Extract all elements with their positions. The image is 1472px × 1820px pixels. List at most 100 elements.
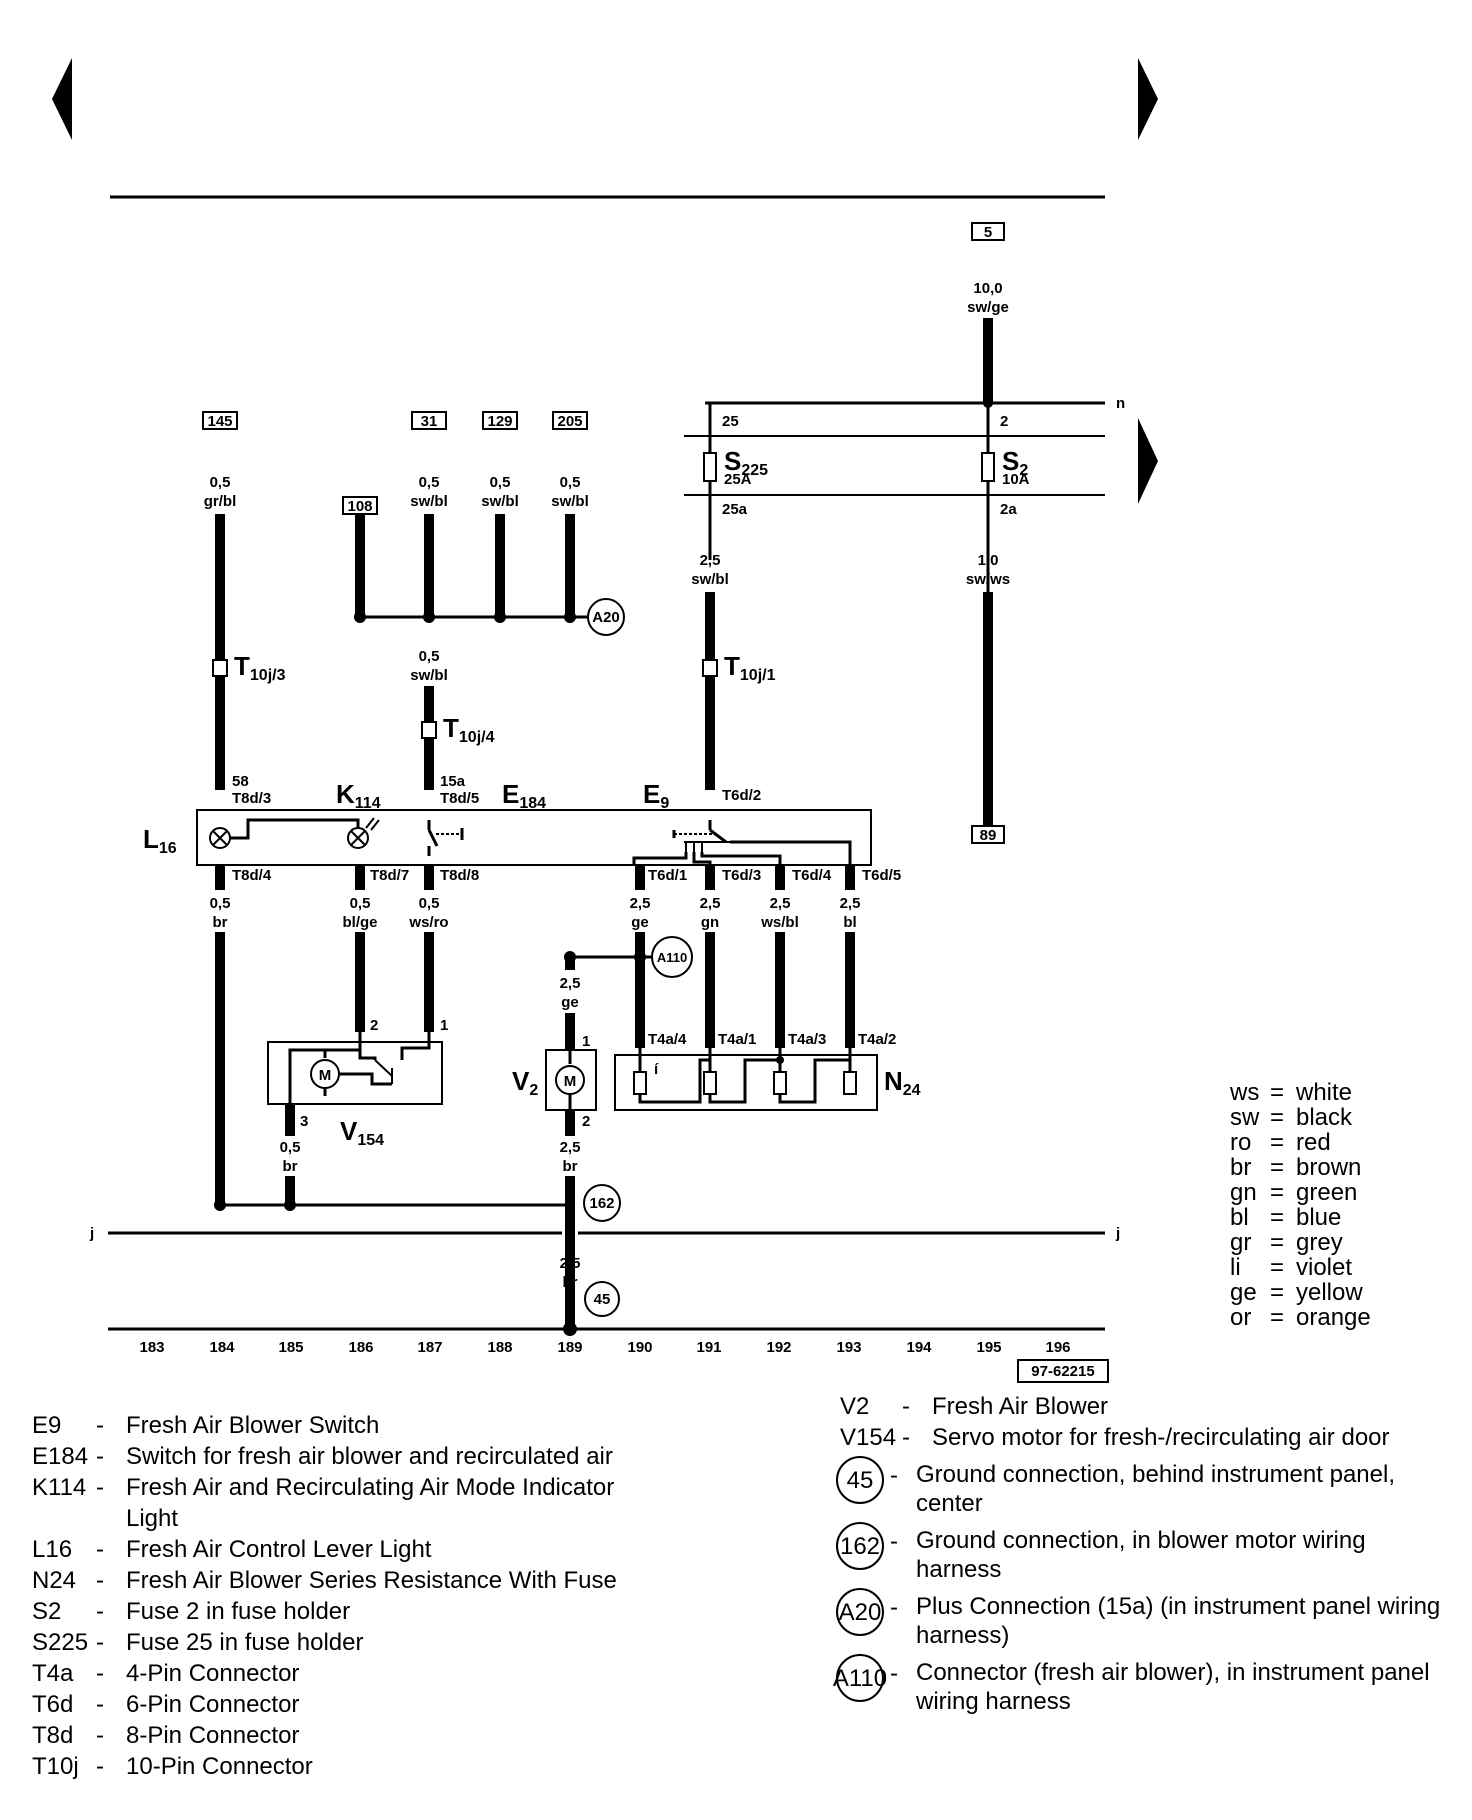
resistor-chain — [638, 1058, 710, 1104]
resistor-n24-box — [614, 1054, 878, 1111]
wire-color: sw/ws — [966, 571, 1010, 588]
legend-row: L16-Fresh Air Control Lever Light — [32, 1534, 652, 1565]
pin-label: T8d/8 — [440, 867, 479, 884]
terminal-205-label: 205 — [557, 413, 582, 430]
wire-color: ws/bl — [760, 914, 799, 931]
fuse-s225-label: S225 — [724, 446, 768, 479]
legend-dash: - — [96, 1567, 104, 1594]
legend-row: S2-Fuse 2 in fuse holder — [32, 1596, 652, 1627]
legend-description: 4-Pin Connector — [126, 1660, 300, 1687]
wire-gauge: 2,5 — [560, 1139, 581, 1156]
previous-page-arrow-icon[interactable] — [52, 58, 72, 140]
servo-motor-icon: M — [310, 1050, 340, 1096]
continue-right-arrow-icon[interactable] — [1138, 418, 1158, 504]
junction-dot — [214, 1199, 226, 1211]
legend-description: Servo motor for fresh-/recirculating air… — [932, 1424, 1390, 1451]
equals-sign: = — [1270, 1204, 1285, 1231]
color-code: or — [1230, 1304, 1252, 1331]
wire-gauge: 2,5 — [630, 895, 651, 912]
bus-label-n: n — [1116, 395, 1125, 412]
lamp-k114-icon — [347, 817, 380, 849]
wire-color: br — [563, 1158, 578, 1175]
terminal-5-box — [971, 222, 1005, 241]
switch-wiring — [632, 852, 688, 866]
pin-label: T6d/3 — [722, 867, 761, 884]
pin-label: T6d/2 — [722, 787, 761, 804]
legend-description: Fresh Air and Recirculating Air Mode Ind… — [126, 1474, 615, 1532]
pin-label: T8d/3 — [232, 790, 271, 807]
terminal-129-box — [482, 411, 518, 430]
wire-gauge: 0,5 — [419, 474, 440, 491]
pin-label: T8d/7 — [370, 867, 409, 884]
legend-code: T8d — [32, 1722, 74, 1749]
legend-dash: - — [890, 1528, 898, 1555]
legend-row: T10j-10-Pin Connector — [32, 1751, 652, 1782]
terminal-89-label: 89 — [980, 827, 997, 844]
scale-number: 196 — [1045, 1339, 1070, 1356]
legend-row: E9-Fresh Air Blower Switch — [32, 1410, 652, 1441]
component-l16-label: L16 — [143, 824, 177, 857]
color-code: gr — [1230, 1229, 1252, 1256]
color-code: ws — [1230, 1079, 1260, 1106]
wire-gauge: 0,5 — [419, 648, 440, 665]
switch-wiring — [692, 852, 712, 866]
color-name: white — [1296, 1079, 1353, 1106]
terminal-89-box — [971, 825, 1005, 844]
component-v154-label: V154 — [340, 1116, 384, 1149]
switch-e9-icon — [672, 820, 730, 852]
fuse-s2-label: S2 — [1002, 446, 1028, 479]
color-code: bl — [1230, 1204, 1249, 1231]
scale-number: 194 — [906, 1339, 932, 1356]
equals-sign: = — [1270, 1229, 1285, 1256]
next-page-arrow-icon[interactable] — [1138, 58, 1158, 140]
lamp-l16-icon — [209, 827, 231, 849]
wire-color: bl/ge — [342, 914, 377, 931]
wire-color: ws/ro — [408, 914, 448, 931]
wiring-diagram: n 5 10,0 sw/ge 2 2a S2 10A 1,0 sw/ws 89 … — [52, 58, 1158, 1383]
junction-dot — [634, 951, 646, 963]
legend-circle-code: 162 — [836, 1522, 884, 1570]
wire-gauge: 2,5 — [840, 895, 861, 912]
color-code-row: li=violet — [1230, 1255, 1371, 1280]
terminal-31-box — [411, 411, 447, 430]
pin-label: 25a — [722, 501, 748, 518]
junction-dot — [563, 1322, 577, 1336]
scale-number: 192 — [766, 1339, 791, 1356]
scale-number: 195 — [976, 1339, 1001, 1356]
connector-t10j4-label: T10j/4 — [443, 713, 495, 746]
scale-number: 189 — [557, 1339, 582, 1356]
wire-gauge: 0,5 — [210, 474, 231, 491]
lamp-wiring — [230, 818, 360, 840]
scale-number: 193 — [836, 1339, 861, 1356]
pin-label: 3 — [300, 1113, 308, 1130]
legend-description: Fresh Air Blower Series Resistance With … — [126, 1567, 617, 1594]
legend-circle-code: A20 — [836, 1588, 884, 1636]
color-name: yellow — [1296, 1279, 1363, 1306]
legend-dash: - — [902, 1424, 910, 1451]
scale-number: 185 — [278, 1339, 303, 1356]
color-name: blue — [1296, 1204, 1342, 1231]
equals-sign: = — [1270, 1279, 1285, 1306]
legend-dash: - — [96, 1753, 104, 1780]
pin-label: T8d/4 — [232, 867, 272, 884]
legend-code: T6d — [32, 1691, 74, 1718]
wire-color: sw/bl — [410, 493, 448, 510]
equals-sign: = — [1270, 1179, 1285, 1206]
terminal-108-label: 108 — [347, 498, 372, 515]
scale-number: 184 — [209, 1339, 235, 1356]
color-name: violet — [1296, 1254, 1353, 1281]
switch-e184-icon — [427, 820, 464, 856]
node-162-label: 162 — [589, 1195, 614, 1212]
wire-color: gn — [701, 914, 719, 931]
servo-v154-box — [267, 1041, 443, 1105]
pin-label: 2 — [1000, 413, 1008, 430]
wire-gauge: 2,5 — [770, 895, 791, 912]
servo-wiring — [400, 1032, 431, 1060]
resistor-chain — [708, 1058, 780, 1104]
wire-gauge: 1,0 — [978, 552, 999, 569]
legend-code: T10j — [32, 1753, 79, 1780]
scale-number: 190 — [627, 1339, 652, 1356]
legend-dash: - — [96, 1443, 104, 1470]
legend-dash: - — [96, 1598, 104, 1625]
